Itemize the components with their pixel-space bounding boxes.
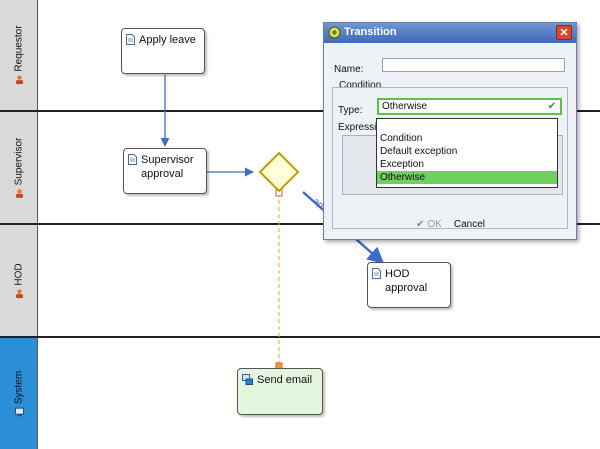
dialog-buttons: ✔ OK Cancel	[416, 219, 485, 230]
lane-header-system[interactable]: System	[0, 338, 38, 449]
task-send-email[interactable]: Send email	[237, 368, 323, 415]
document-icon	[372, 268, 381, 279]
close-button[interactable]: ✕	[556, 25, 572, 40]
chevron-down-icon[interactable]: ✔	[547, 101, 557, 112]
dropdown-option-otherwise[interactable]: Otherwise	[377, 171, 557, 184]
role-icon	[15, 288, 22, 298]
document-icon	[128, 154, 137, 165]
app-icon	[328, 26, 341, 39]
dialog-titlebar[interactable]: Transition ✕	[324, 23, 576, 43]
system-icon	[14, 407, 23, 416]
role-icon	[15, 188, 22, 198]
type-dropdown-list[interactable]: Condition Default exception Exception Ot…	[376, 118, 558, 188]
ok-button[interactable]: ✔ OK	[416, 219, 442, 230]
type-select[interactable]: Otherwise ✔	[377, 98, 562, 115]
checkmark-icon: ✔	[416, 219, 425, 230]
task-hod-approval[interactable]: HOD approval	[367, 262, 451, 308]
lane-header-supervisor[interactable]: Supervisor	[0, 112, 38, 223]
lane-supervisor: Supervisor	[0, 112, 600, 225]
task-label-line2: approval	[141, 168, 184, 180]
task-supervisor-approval[interactable]: Supervisor approval	[123, 148, 207, 194]
task-label: HOD approval	[385, 268, 428, 294]
task-label-line1: Supervisor	[141, 154, 194, 166]
dialog-title: Transition	[344, 26, 397, 38]
type-select-value: Otherwise	[382, 101, 428, 112]
close-icon: ✕	[559, 27, 569, 39]
lane-requestor: Requestor	[0, 0, 600, 112]
task-label: Send email	[257, 374, 313, 386]
task-apply-leave[interactable]: Apply leave	[121, 28, 205, 74]
lane-hod: HOD	[0, 225, 600, 338]
dropdown-option-exception[interactable]: Exception	[380, 159, 424, 170]
condition-group-label: Condition	[339, 80, 382, 91]
role-icon	[15, 75, 22, 85]
dropdown-option-condition[interactable]: Condition	[380, 133, 423, 144]
dropdown-option-default-exception[interactable]: Default exception	[380, 146, 458, 157]
condition-group	[332, 87, 568, 229]
document-icon	[126, 34, 135, 45]
edge-label: ap	[312, 196, 326, 210]
exclusive-gateway[interactable]	[258, 151, 300, 193]
cancel-button[interactable]: Cancel	[453, 219, 485, 230]
type-label: Type:	[338, 105, 363, 116]
name-field[interactable]	[382, 58, 565, 72]
dropdown-option-empty[interactable]	[377, 119, 557, 132]
lane-header-hod[interactable]: HOD	[0, 225, 38, 336]
expression-label: Expressio	[338, 122, 382, 133]
lane-system: System	[0, 338, 600, 449]
email-service-icon	[242, 374, 253, 385]
lane-header-requestor[interactable]: Requestor	[0, 0, 38, 110]
name-label: Name:	[334, 64, 364, 75]
task-label: Apply leave	[139, 34, 196, 46]
